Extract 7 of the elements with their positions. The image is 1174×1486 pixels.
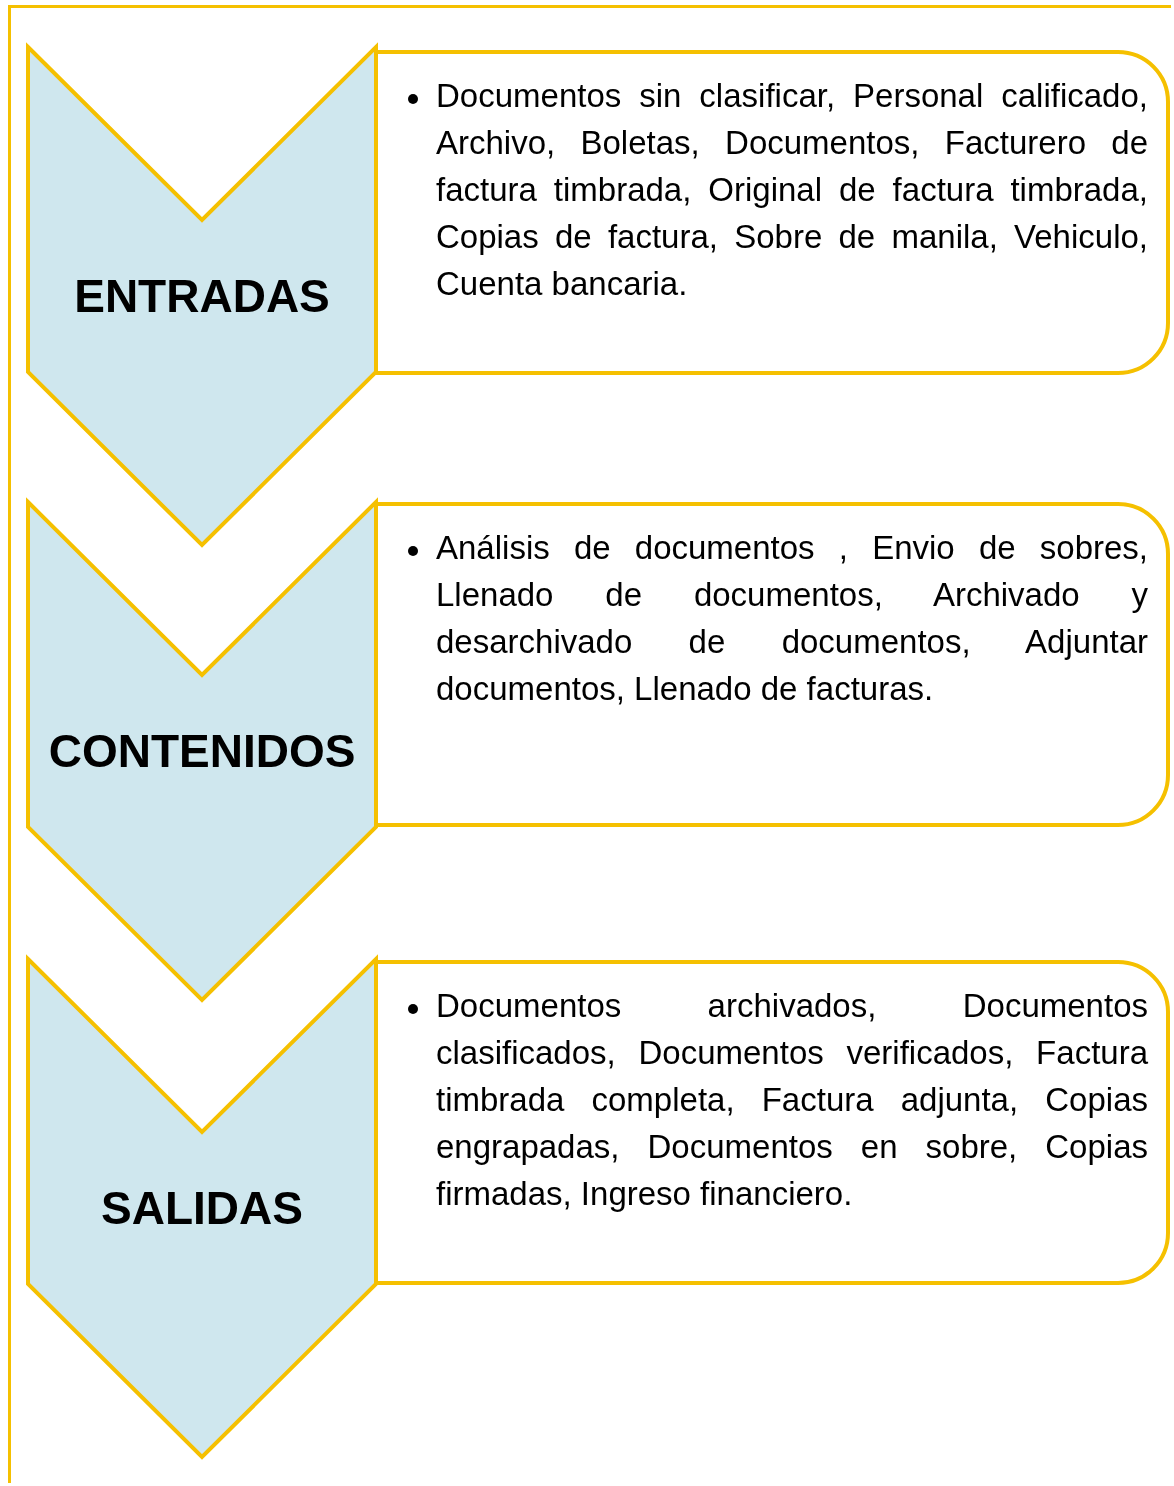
item-list-text: Documentos archivados, Documentos clasificados, Documentos verificados, Factura timbrada completa, Factura adjunta, Copias engrapadas, Documentos en sobre, Copias firmadas, Ingreso financiero. bbox=[436, 986, 1148, 1214]
content-box bbox=[374, 50, 1170, 375]
stage-title: SALIDAS bbox=[101, 1181, 303, 1235]
item-list-text: Documentos sin clasificar, Personal calificado, Archivo, Boletas, Documentos, Facturero de factura timbrada, Original de factura timbrada, Copias de factura, Sobre de manila, Vehiculo, Cuenta bancaria. bbox=[436, 76, 1148, 304]
stage-title: ENTRADAS bbox=[74, 269, 330, 323]
stage-title: CONTENIDOS bbox=[48, 724, 356, 778]
item-list-text: Análisis de documentos , Envio de sobres, Llenado de documentos, Archivado y desarchivado de documentos, Adjuntar documentos, Llenado de facturas. bbox=[436, 528, 1148, 709]
